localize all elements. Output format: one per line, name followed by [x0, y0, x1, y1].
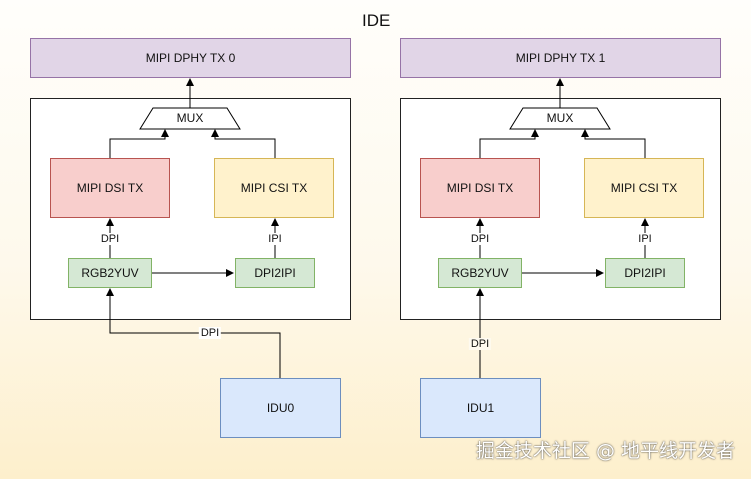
left-mipi-dsi-tx-box: MIPI DSI TX: [50, 158, 170, 218]
left-dsi-to-mux: [109, 129, 169, 158]
right-ipi-edge-label: IPI: [636, 233, 654, 245]
mipi-dphy-tx0-box: MIPI DPHY TX 0: [30, 38, 351, 78]
left-csi-to-mux: [211, 129, 276, 158]
right-mux-label: MUX: [546, 111, 574, 125]
idu0-box: IDU0: [220, 378, 341, 438]
right-idu-edge-label: DPI: [468, 338, 492, 350]
right-mipi-csi-tx-box: MIPI CSI TX: [584, 158, 704, 218]
idu1-box: IDU1: [420, 378, 541, 438]
left-dpi-edge-label: DPI: [98, 233, 122, 245]
right-dsi-to-mux: [479, 129, 539, 158]
right-csi-to-mux: [581, 129, 646, 158]
mipi-dphy-tx1-box: MIPI DPHY TX 1: [400, 38, 721, 78]
left-dpi2ipi-box: DPI2IPI: [235, 258, 315, 288]
right-rgb2yuv-box: RGB2YUV: [438, 258, 522, 288]
right-dpi2ipi-box: DPI2IPI: [605, 258, 685, 288]
diagram-title: IDE: [362, 11, 391, 30]
right-mipi-dsi-tx-box: MIPI DSI TX: [420, 158, 540, 218]
right-dpi-edge-label: DPI: [468, 233, 492, 245]
left-idu-edge-label: DPI: [198, 327, 222, 339]
left-idu-to-rgb: [106, 288, 281, 378]
left-mux-label: MUX: [176, 111, 204, 125]
watermark-text: 掘金技术社区 @ 地平线开发者: [475, 440, 735, 462]
left-rgb2yuv-box: RGB2YUV: [68, 258, 152, 288]
right-mux-trapezoid: [509, 107, 611, 130]
left-ipi-edge-label: IPI: [266, 233, 284, 245]
left-mux-trapezoid: [139, 107, 241, 130]
left-mipi-csi-tx-box: MIPI CSI TX: [214, 158, 334, 218]
